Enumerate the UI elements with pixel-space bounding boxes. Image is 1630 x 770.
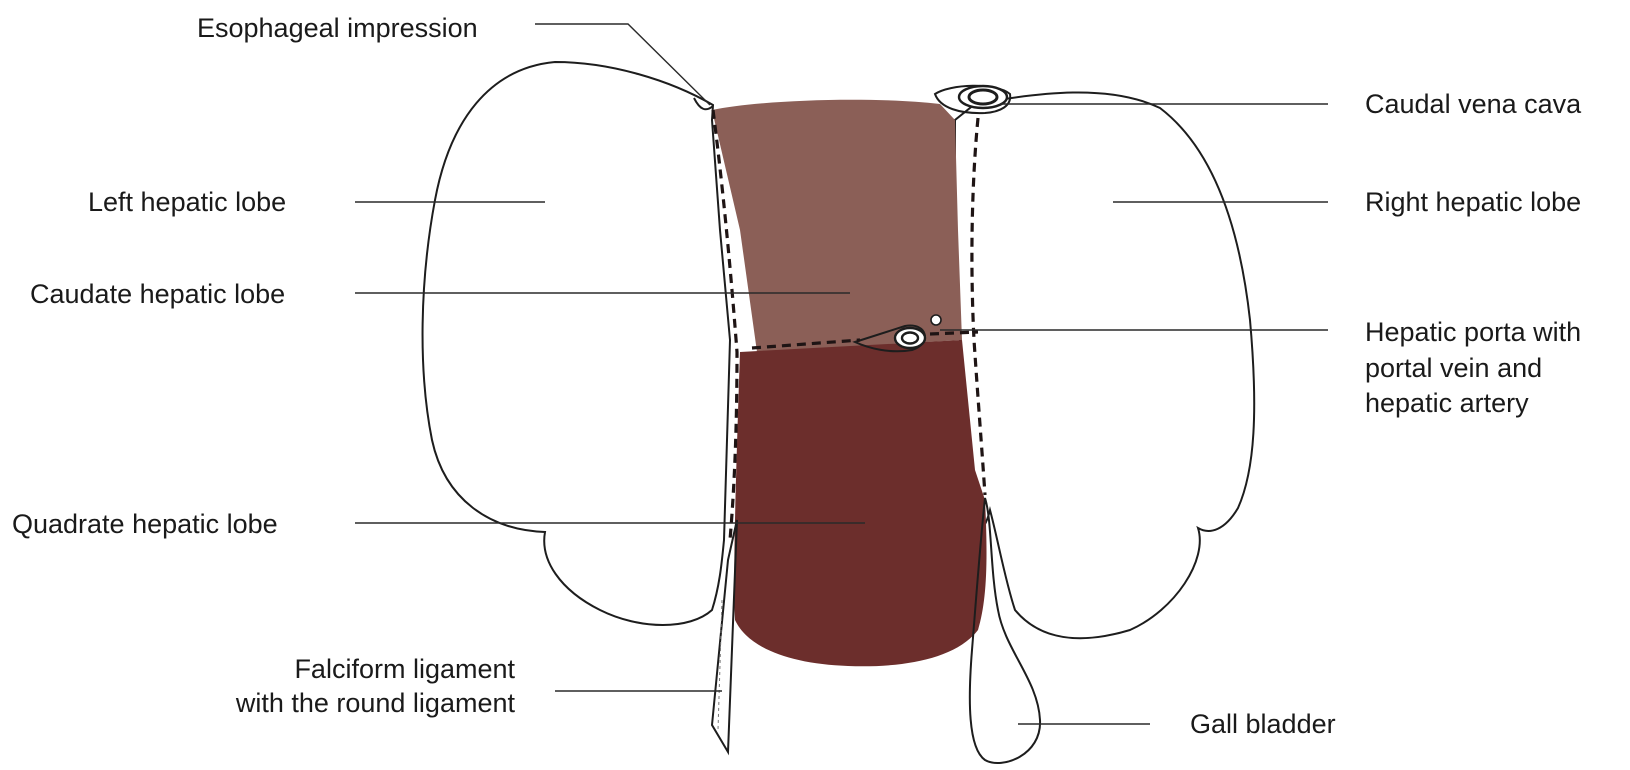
right-caudate-boundary (972, 118, 985, 495)
quadrate-hepatic-lobe-label: Quadrate hepatic lobe (12, 509, 278, 539)
left-hepatic-lobe-label: Left hepatic lobe (88, 187, 286, 217)
hepatic-porta-label-line-2: portal vein and (1365, 353, 1542, 383)
left-hepatic-lobe-shape (423, 62, 730, 625)
falciform-ligament-label-line-2: with the round ligament (235, 688, 516, 718)
falciform-ligament-label-line-1: Falciform ligament (294, 654, 515, 684)
gall-bladder-shape (970, 498, 1040, 763)
hepatic-porta-label-line-3: hepatic artery (1365, 388, 1529, 418)
caudate-hepatic-lobe-shape (712, 100, 962, 352)
caudal-vena-cava-label: Caudal vena cava (1365, 89, 1582, 119)
right-hepatic-lobe-label: Right hepatic lobe (1365, 187, 1581, 217)
caudate-hepatic-lobe-label: Caudate hepatic lobe (30, 279, 285, 309)
right-hepatic-lobe-shape (955, 92, 1254, 638)
hepatic-porta-label-line-1: Hepatic porta with (1365, 317, 1581, 347)
gall-bladder-label: Gall bladder (1190, 709, 1336, 739)
caudal-vena-cava-shape (935, 86, 1010, 113)
quadrate-hepatic-lobe-shape (734, 340, 986, 666)
falciform-ligament-shape (712, 520, 737, 752)
esophageal-impression-leader (535, 24, 710, 105)
esophageal-impression-label: Esophageal impression (197, 13, 478, 43)
